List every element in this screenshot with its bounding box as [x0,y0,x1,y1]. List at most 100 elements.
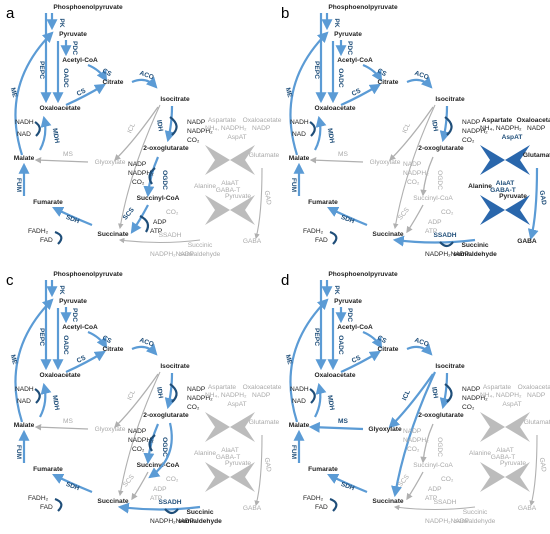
ogdc-co2: CO₂ [407,179,420,186]
ogdc-nadp: NADP [128,428,147,435]
aspat-enzyme: AspAT [502,401,521,408]
idh-nadph2: NADPH₂ [462,128,488,135]
pep-label: Phosphoenolpyruvate [53,271,123,278]
aspartate-label: Aspartate [482,117,513,124]
idh-nadp: NADP [462,386,481,393]
ogdc-arrow [420,423,434,464]
sdh-arrow [327,474,368,494]
me-enzyme: ME [284,87,293,99]
me-arrow [14,298,54,423]
gabat-enzyme: GABA-T [490,187,516,194]
scs-arrow [131,471,149,501]
aco-arrow [131,76,158,89]
cs-arrow-top [87,63,108,82]
ssa-label-1: Succinic [188,242,213,249]
scs-cofactor-arc [139,215,150,233]
icl-enzyme: ICL [126,122,137,135]
ms-arrow [34,423,89,431]
aspat-nadp: NADP [252,125,271,132]
idh-cofactor-arc [444,116,453,136]
mdh-arrow [39,382,52,418]
mdh-arrow [314,382,327,418]
ogdc-cofactor-arc [148,434,156,452]
aspat-cross [205,412,255,442]
oxaloacetate2-label: Oxaloacetate [243,117,282,124]
ogdc-extra-arrow [148,422,173,479]
sdh-arrow [52,207,93,227]
ms-arrow [309,156,364,164]
aspartate-label: Aspartate [208,384,237,391]
fum-enzyme: FUM [15,445,22,460]
idh-nadph2: NADPH₂ [462,395,488,402]
idh-enzyme: IDH [430,120,439,133]
glutamate-label: Glutamate [249,419,280,426]
succinyl-coa-label: Succinyl-CoA [137,195,180,202]
me-arrow [289,298,329,423]
ogdc-nadp: NADP [403,161,422,168]
panel-letter: c [6,272,14,289]
pdc-enzyme: PDC [346,308,353,322]
ssadh-cofactors: NADPH₂NADP [425,251,470,258]
aspat-cross [205,145,255,175]
fumarate-label: Fumarate [33,199,63,206]
sdh-enzyme: SDH [65,214,81,225]
fadh2-label: FADH₂ [303,495,324,502]
ssa-label-2: semialdehyde [453,251,497,258]
ogdc-co2: CO₂ [132,446,145,453]
fumarate-label: Fumarate [33,466,63,473]
citrate-label: Citrate [378,79,399,86]
cs-arrow-low [65,83,106,107]
pyruvate2-label: Pyruvate [500,460,526,467]
nadh-label: NADH [290,386,309,393]
succinate-label: Succinate [97,498,128,505]
cs-enzyme-top: CS [101,334,113,345]
cs-enzyme-top: CS [376,67,388,78]
cs-arrow-low [65,350,106,374]
pk-enzyme: PK [58,285,65,294]
aspartate-label: Aspartate [483,384,512,391]
sdh-arrow [52,474,93,494]
scs-atp: ATP [425,495,438,502]
aspat-nadp: NADP [252,392,271,399]
me-arrow [289,31,329,156]
gaba-co2: CO₂ [441,209,454,216]
ms-arrow [34,156,89,164]
ssadh-cofactors: NADPH₂NADP [150,518,195,525]
sdh-cofactor-arc [329,497,338,512]
mdh-cofactor-arc [34,388,41,404]
two-og-label: 2-oxoglutarate [143,412,189,419]
isocitrate-label: Isocitrate [160,96,190,103]
glyoxylate-label: Glyoxylate [95,159,126,166]
gabat-enzyme: GABA-T [216,454,241,461]
oxaloacetate2-label: Oxaloacetate [518,384,550,391]
glyoxylate-label: Glyoxylate [368,426,402,433]
oadc-enzyme: OADC [337,68,344,88]
mdh-arrow [39,115,52,151]
aco-enzyme: ACO [413,337,429,349]
gabat-cross [480,195,530,225]
aspat-cofactors: NH₄, NADPH₂ [480,392,522,399]
ogdc-co2: CO₂ [407,446,420,453]
mdh-enzyme: MDH [51,395,61,411]
aspat-cross [480,145,530,175]
ssadh-cofactors: NADPH₂NADP [150,251,195,258]
succinate-label: Succinate [372,231,403,238]
fad-label: FAD [40,504,53,511]
two-og-label: 2-oxoglutarate [143,145,189,152]
icl-arrow [114,106,159,161]
aspat-enzyme: AspAT [227,134,246,141]
idh-enzyme: IDH [430,387,439,400]
pdc-enzyme: PDC [71,308,78,322]
gabat-cross [205,462,255,492]
pepc-enzyme: PEPC [313,61,320,79]
gad-arrow [529,434,538,507]
acetyl-coa-label: Acetyl-CoA [62,324,98,331]
idh-enzyme: IDH [155,387,164,400]
gaba-label: GABA [243,505,262,512]
icl-arrow [388,373,434,429]
glyoxylate-label: Glyoxylate [95,426,126,433]
sdh-arrow [327,207,368,227]
cs-enzyme-low: CS [351,87,363,97]
